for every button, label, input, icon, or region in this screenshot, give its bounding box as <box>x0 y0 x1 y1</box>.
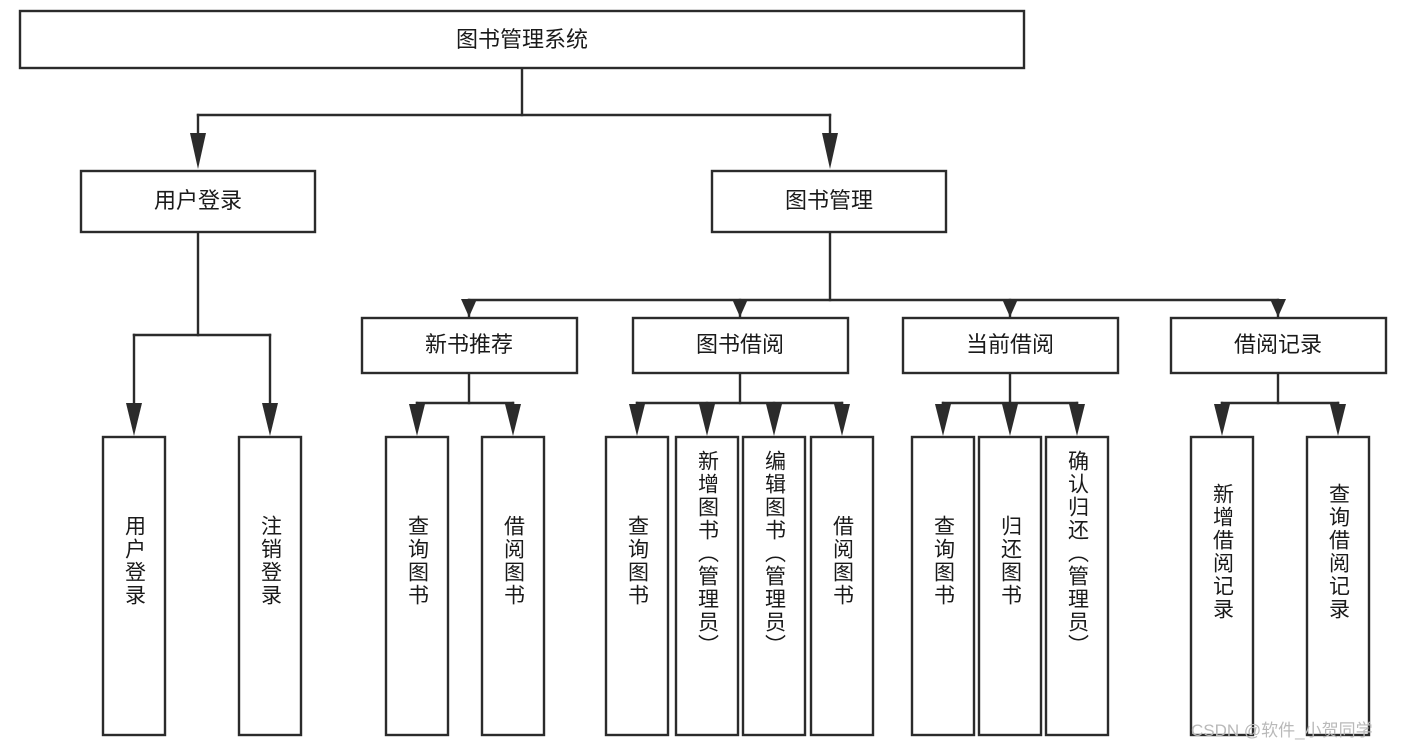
node-current-borrow-label: 当前借阅 <box>966 332 1054 357</box>
leaf-return-book[interactable]: 归还图书 <box>977 435 1043 737</box>
leaf-add-book-admin-label: 新增图书（管理员） <box>696 450 720 657</box>
leaf-query-book-c-label: 查询图书 <box>932 515 956 607</box>
arrow-to-book-manage <box>822 133 838 169</box>
arrow-to-leaf-query-book-a <box>409 404 425 436</box>
node-new-book-rec[interactable]: 新书推荐 <box>360 316 579 375</box>
node-book-manage-label: 图书管理 <box>785 188 873 213</box>
leaf-query-book-a[interactable]: 查询图书 <box>384 435 450 737</box>
arrow-to-leaf-borrow-book-b <box>834 404 850 436</box>
csdn-watermark: CSDN @软件_小贺同学 <box>1191 721 1373 740</box>
arrow-to-leaf-confirm-return-admin <box>1069 404 1085 436</box>
leaf-borrow-book-a[interactable]: 借阅图书 <box>480 435 546 737</box>
leaf-borrow-book-b-label: 借阅图书 <box>831 515 855 607</box>
node-layer: 图书管理系统 用户登录 图书管理 新书推荐 图书借阅 <box>18 9 1388 737</box>
arrow-to-leaf-query-book-b <box>629 404 645 436</box>
connector-layer <box>126 66 1346 436</box>
node-new-book-rec-label: 新书推荐 <box>425 332 513 357</box>
leaf-add-book-admin[interactable]: 新增图书（管理员） <box>674 435 740 737</box>
leaf-add-borrow-record[interactable]: 新增借阅记录 <box>1189 435 1255 737</box>
leaf-return-book-label: 归还图书 <box>999 515 1023 607</box>
leaf-user-login[interactable]: 用户登录 <box>101 435 167 737</box>
node-book-borrow[interactable]: 图书借阅 <box>631 316 850 375</box>
node-borrow-record[interactable]: 借阅记录 <box>1169 316 1388 375</box>
arrow-to-new-book-rec <box>461 299 477 317</box>
arrow-to-leaf-user-login <box>126 403 142 436</box>
arrow-to-leaf-logout <box>262 403 278 436</box>
node-current-borrow[interactable]: 当前借阅 <box>901 316 1120 375</box>
arrow-to-leaf-add-book-admin <box>699 404 715 436</box>
arrow-to-book-borrow <box>732 299 748 317</box>
leaf-add-borrow-record-label: 新增借阅记录 <box>1211 483 1235 621</box>
arrow-to-borrow-record <box>1270 299 1286 317</box>
arrow-to-leaf-query-borrow-record <box>1330 404 1346 436</box>
leaf-confirm-return-admin[interactable]: 确认归还（管理员） <box>1044 435 1110 737</box>
leaf-confirm-return-admin-label: 确认归还（管理员） <box>1066 450 1090 657</box>
node-user-login[interactable]: 用户登录 <box>79 169 317 234</box>
leaf-edit-book-admin-label: 编辑图书（管理员） <box>763 450 787 657</box>
leaf-query-borrow-record[interactable]: 查询借阅记录 <box>1305 435 1371 737</box>
arrow-to-leaf-add-borrow-record <box>1214 404 1230 436</box>
node-book-borrow-label: 图书借阅 <box>696 332 784 357</box>
node-book-manage[interactable]: 图书管理 <box>710 169 948 234</box>
leaf-logout[interactable]: 注销登录 <box>237 435 303 737</box>
leaf-query-book-a-label: 查询图书 <box>406 515 430 607</box>
node-borrow-record-label: 借阅记录 <box>1234 332 1322 357</box>
node-root-system-label: 图书管理系统 <box>456 27 588 52</box>
leaf-logout-label: 注销登录 <box>259 515 283 607</box>
leaf-query-borrow-record-label: 查询借阅记录 <box>1327 483 1351 621</box>
leaf-borrow-book-a-label: 借阅图书 <box>502 515 526 607</box>
arrow-to-current-borrow <box>1002 299 1018 317</box>
leaf-user-login-label: 用户登录 <box>123 515 147 607</box>
arrow-to-leaf-query-book-c <box>935 404 951 436</box>
node-user-login-label: 用户登录 <box>154 188 242 213</box>
leaf-edit-book-admin[interactable]: 编辑图书（管理员） <box>741 435 807 737</box>
arrow-to-leaf-edit-book-admin <box>766 404 782 436</box>
arrow-to-user-login <box>190 133 206 169</box>
leaf-query-book-b-label: 查询图书 <box>626 515 650 607</box>
leaf-query-book-c[interactable]: 查询图书 <box>910 435 976 737</box>
arrow-to-leaf-borrow-book-a <box>505 404 521 436</box>
leaf-query-book-b[interactable]: 查询图书 <box>604 435 670 737</box>
arrow-to-leaf-return-book <box>1002 404 1018 436</box>
leaf-borrow-book-b[interactable]: 借阅图书 <box>809 435 875 737</box>
node-root-system[interactable]: 图书管理系统 <box>18 9 1026 70</box>
